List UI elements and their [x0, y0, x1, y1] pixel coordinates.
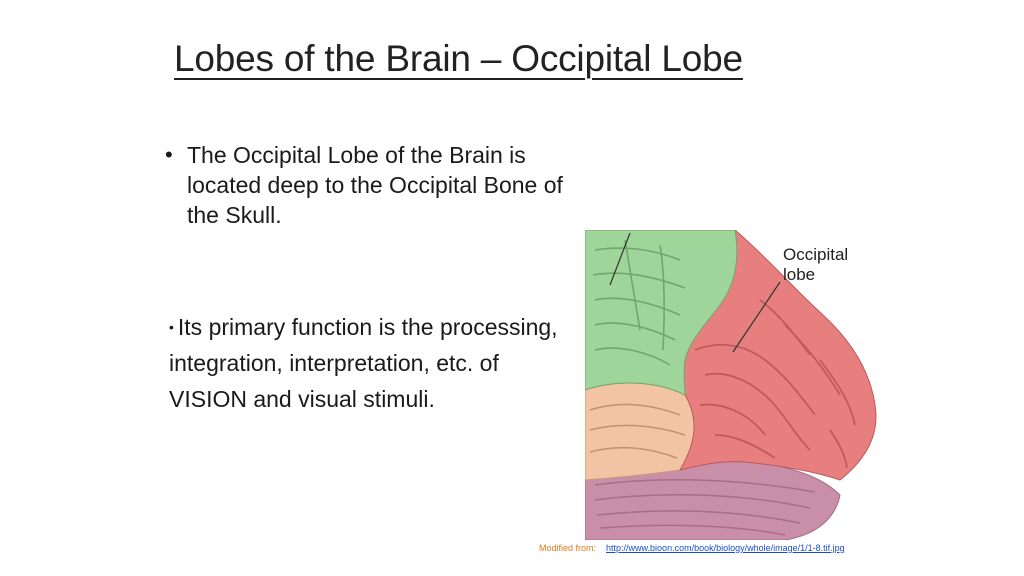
image-credit: Modified from: http://www.bioon.com/book/… — [539, 542, 879, 555]
credit-prefix: Modified from: — [539, 543, 597, 553]
bullet-location: • The Occipital Lobe of the Brain is loc… — [165, 140, 575, 230]
bullet-text: Its primary function is the processing, … — [169, 314, 558, 412]
bullet-text: The Occipital Lobe of the Brain is locat… — [187, 142, 563, 228]
occipital-lobe-label: Occipital lobe — [783, 245, 849, 284]
credit-link[interactable]: http://www.bioon.com/book/biology/whole/… — [606, 543, 845, 553]
bullet-marker: • — [165, 142, 173, 167]
bullet-marker: • — [169, 319, 174, 335]
temporal-region — [585, 382, 695, 481]
bullet-function: •Its primary function is the processing,… — [169, 309, 579, 417]
brain-illustration — [585, 230, 877, 540]
parietal-region — [585, 230, 738, 396]
slide-title: Lobes of the Brain – Occipital Lobe — [174, 38, 743, 79]
